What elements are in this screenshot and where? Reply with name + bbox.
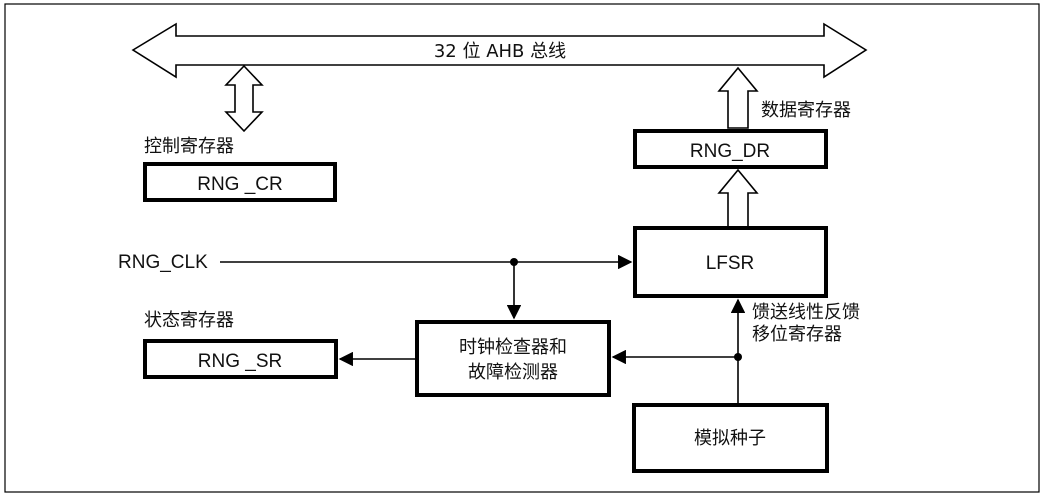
- status-register-label: 状态寄存器: [144, 310, 234, 331]
- checker-label-line1: 时钟检查器和: [459, 337, 567, 358]
- analog-seed-label: 模拟种子: [694, 428, 766, 449]
- lfsr-to-dr-arrow: [717, 168, 759, 228]
- outer-frame: [4, 3, 1040, 493]
- ahb-bus-label: 32 位 AHB 总线: [434, 41, 566, 62]
- rng-cr-label: RNG _CR: [197, 174, 283, 195]
- analog-seed-block: [632, 403, 829, 473]
- rng-sr-block: [143, 339, 338, 379]
- lfsr-desc-line1: 馈送线性反馈: [752, 302, 860, 323]
- rng-dr-block: [633, 129, 828, 169]
- control-register-label: 控制寄存器: [144, 136, 234, 157]
- control-bus-arrow: [224, 64, 264, 133]
- rng-clk-label: RNG_CLK: [118, 252, 208, 273]
- dr-to-bus-arrow: [717, 66, 759, 129]
- rng-cr-block: [143, 162, 337, 202]
- checker-label-line2: 故障检测器: [468, 362, 558, 383]
- rng-sr-label: RNG _SR: [198, 351, 282, 372]
- data-register-label: 数据寄存器: [761, 100, 851, 121]
- ahb-bus-arrow: [131, 22, 868, 79]
- rng-dr-label: RNG_DR: [690, 141, 770, 162]
- checker-block: [415, 320, 611, 397]
- lfsr-block: [633, 226, 828, 298]
- lfsr-label: LFSR: [706, 253, 755, 274]
- lfsr-desc-line2: 移位寄存器: [752, 324, 842, 345]
